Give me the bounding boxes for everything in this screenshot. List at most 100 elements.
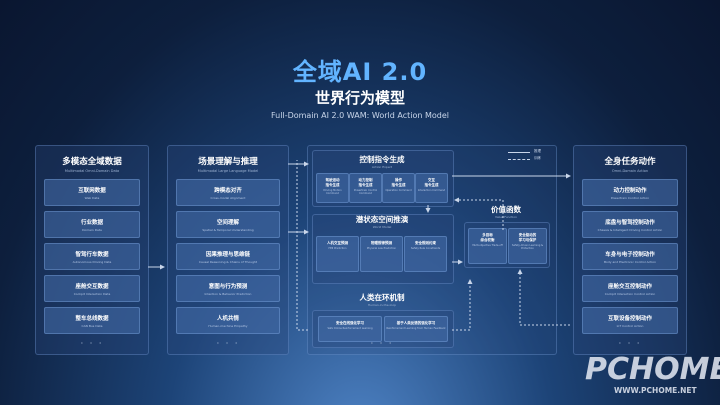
sub-node-subtitle: Physical Law Prediction [366,247,397,250]
more-dots: · · · [618,339,642,348]
page-title: 全域AI 2.0 [292,58,428,86]
panel-title: 多模态全域数据 [62,157,122,167]
node-card: 底盘与智驾控制动作 Chassis & Intelligent Driving C… [582,211,678,238]
node-card-title: 动力控制动作 [613,188,647,194]
sub-node-card: 操作 指令生成 Operation Command [382,173,415,203]
node-card-title: 座舱交互数据 [75,284,109,290]
sub-node-title: 操作 指令生成 [391,178,406,187]
node-card: 因果推理与思维链 Causal Reasoning & Chains of Tho… [176,243,280,270]
node-card: 空间理解 Spatial & Temporal Understanding [176,211,280,238]
sub-node-title: 人机交互预测 [327,241,348,245]
more-dots: · · · [216,339,240,348]
node-card-title: 互联设备控制动作 [607,316,652,322]
node-card-subtitle: Cockpit Interaction Data [73,292,111,296]
panel-subtitle: Multimodal Large Language Model [197,169,259,173]
human-loop-title: 人类在环机制 [359,293,405,302]
sub-node-card: 安全在线强化学习 Safe Online Reinforcement Learni… [318,316,382,342]
node-card-title: 底盘与智驾控制动作 [605,220,655,226]
node-card-subtitle: Domain Data [82,228,102,232]
sub-node-card: 安全驱动的 学习与保护 Safety-driven Learning & Prot… [508,228,547,264]
node-card: 跨模态对齐 Cross-modal Alignment [176,179,280,206]
node-card-title: 人机共情 [216,316,239,322]
sub-node-subtitle: Driving Motion Command [323,189,342,195]
node-card: 整车总线数据 CAN Bus Data [44,307,140,334]
more-dots: · · · [80,339,104,348]
watermark-url: WWW.PCHOME.NET [614,386,697,395]
legend-inference: 推理 [534,149,541,153]
sub-node-card: 人机交互预测 HMI Prediction [316,236,359,272]
node-card-title: 座舱交互控制动作 [607,284,652,290]
sub-node-title: 安全在线强化学习 [336,321,364,325]
sub-node-subtitle: Reinforcement Learning from Human Feedba… [386,327,446,330]
node-card-subtitle: Intention & Behavior Prediction [204,292,252,296]
node-card-title: 互联网数据 [78,188,106,194]
node-card-subtitle: Powertrain Control Action [610,196,650,200]
node-card-subtitle: CAN Bus Data [81,324,103,328]
node-card-title: 跨模态对齐 [214,188,242,194]
value-function-subtitle: Value Function [495,215,517,219]
node-card-subtitle: Body and Electronic Control Action [603,260,657,264]
panel-omni-action: 全身任务动作 Omni-Domain Action 动力控制动作 Powertra… [573,145,687,355]
sub-node-card: 基于人类反馈的强化学习 Reinforcement Learning from H… [384,316,448,342]
panel-title: 场景理解与推理 [198,157,258,167]
node-card-title: 车身与电子控制动作 [605,252,655,258]
sub-node-card: 安全规则约束 Safety Rule Constraints [404,236,447,272]
node-card: 互联设备控制动作 IoT Control Action [582,307,678,334]
panel-subtitle: Multimodal Omni-Domain Data [64,169,120,173]
legend-line-training [508,159,530,161]
sub-node-title: 基于人类反馈的强化学习 [396,321,436,325]
sub-node-subtitle: Safe Online Reinforcement Learning [327,327,373,330]
node-card-title: 意图与行为预测 [208,284,248,290]
node-card: 动力控制动作 Powertrain Control Action [582,179,678,206]
node-card-subtitle: Causal Reasoning & Chains of Thought [198,260,258,264]
watermark-brand: PCHOME [585,352,720,387]
sub-node-title: 多目标 综合权衡 [480,233,495,242]
world-model-subtitle: World Model [372,225,392,229]
node-card-subtitle: Chassis & Intelligent Driving Control Ac… [597,228,663,232]
sub-node-subtitle: Safety-driven Learning & Protection [511,244,544,250]
sub-node-title: 安全规则约束 [415,241,436,245]
sub-node-subtitle: Multi-objective Trade-off [472,244,503,247]
sub-node-title: 交互 指令生成 [424,178,439,187]
node-card-subtitle: IoT Control Action [616,324,644,328]
node-card-subtitle: Spatial & Temporal Understanding [202,228,254,232]
sub-node-subtitle: Operation Command [385,189,412,192]
node-card: 行业数据 Domain Data [44,211,140,238]
action-expert-title: 控制指令生成 [359,155,405,164]
sub-node-subtitle: Safety Rule Constraints [410,247,441,250]
page-tagline: Full-Domain AI 2.0 WAM: World Action Mod… [271,111,449,120]
human-loop-subtitle: Human-in-the-loop [367,303,397,307]
node-card-subtitle: Human-machine Empathy [208,324,248,328]
panel-title: 全身任务动作 [604,157,656,167]
node-card: 座舱交互控制动作 Cockpit Interaction Control Acti… [582,275,678,302]
node-card-subtitle: Cockpit Interaction Control Action [604,292,656,296]
node-card-title: 空间理解 [216,220,239,226]
sub-node-title: 安全驱动的 学习与保护 [518,233,537,242]
sub-node-card: 交互 指令生成 Interaction Command [415,173,448,203]
node-card-subtitle: Cross-modal Alignment [210,196,246,200]
panel-scene-reasoning: 场景理解与推理 Multimodal Large Language Model … [167,145,289,355]
sub-node-subtitle: HMI Prediction [328,247,347,250]
more-dots: · · · [370,339,394,348]
node-card: 互联网数据 Web Data [44,179,140,206]
node-card: 车身与电子控制动作 Body and Electronic Control Act… [582,243,678,270]
sub-node-title: 物理规律预测 [371,241,392,245]
node-card-subtitle: Autonomous Driving Data [72,260,112,264]
world-model-title: 潜状态空间推演 [355,215,409,224]
sub-node-card: 物理规律预测 Physical Law Prediction [360,236,403,272]
node-card-subtitle: Web Data [84,196,100,200]
sub-node-card: 多目标 综合权衡 Multi-objective Trade-off [468,228,507,264]
node-card-title: 因果推理与思维链 [205,252,250,258]
node-card-title: 行业数据 [80,220,103,226]
sub-node-title: 动力控制 指令生成 [358,178,373,187]
node-card: 人机共情 Human-machine Empathy [176,307,280,334]
sub-node-subtitle: Interaction Command [417,189,446,192]
node-card: 座舱交互数据 Cockpit Interaction Data [44,275,140,302]
node-card-title: 整车总线数据 [75,316,109,322]
panel-subtitle: Omni-Domain Action [611,169,649,173]
action-expert-subtitle: Action Expert [371,165,393,169]
